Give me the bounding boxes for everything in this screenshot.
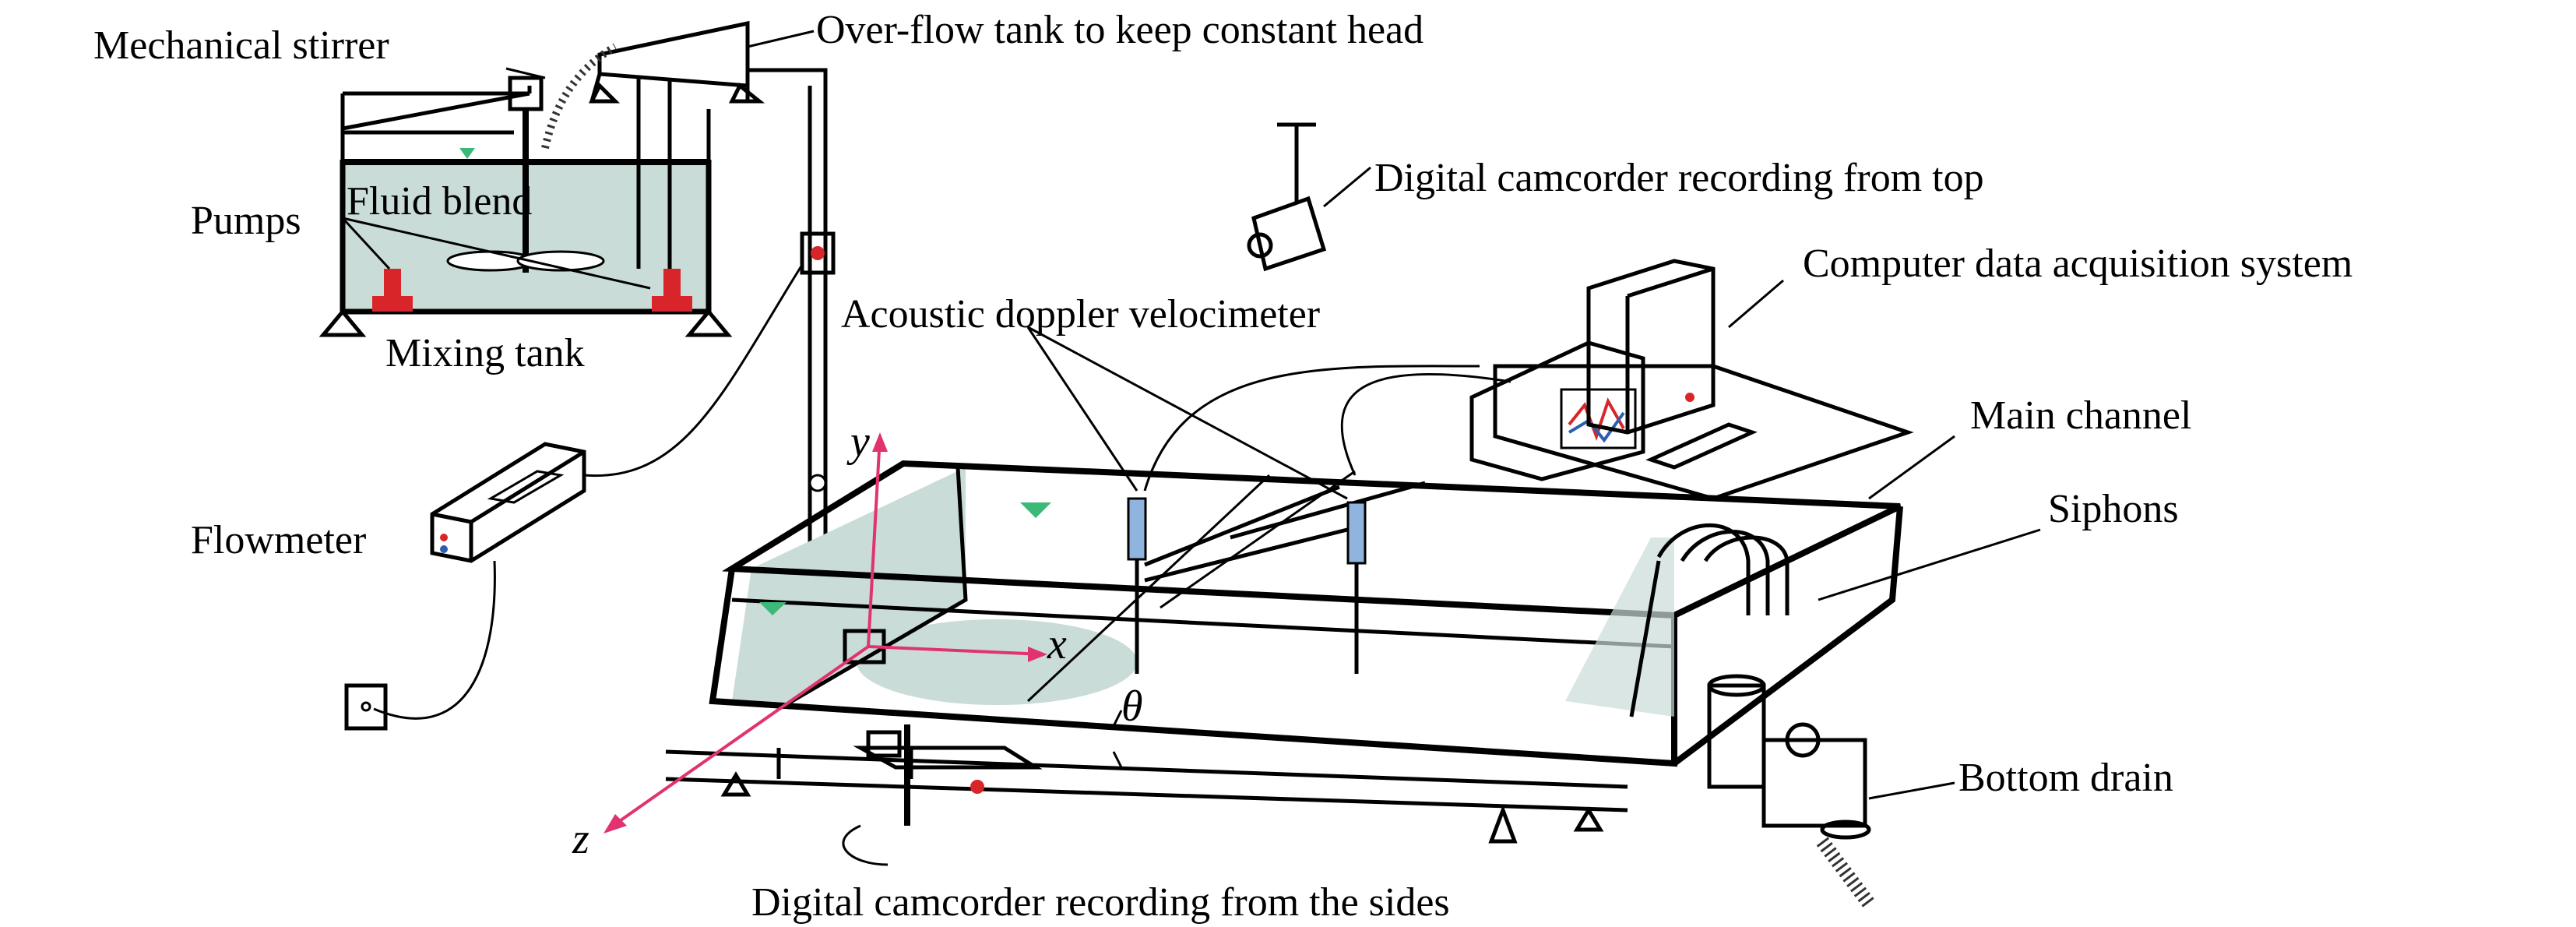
- pump-left-icon: [372, 269, 413, 312]
- water-level-marker-icon: [459, 148, 475, 159]
- overflow-tank: [541, 20, 836, 584]
- mixing-tank: [318, 76, 733, 337]
- adv-probe-right-icon: [1346, 501, 1367, 565]
- siphons: [1565, 523, 1789, 717]
- side-camcorder-icon: [853, 724, 1043, 826]
- label-bottom-drain: Bottom drain: [1958, 756, 2173, 800]
- axis-label-z: z: [572, 815, 589, 863]
- computer-das: [1469, 259, 1914, 501]
- label-mixing-tank: Mixing tank: [385, 331, 585, 375]
- bottom-drain: [1707, 674, 1875, 908]
- power-outlet-icon: [344, 683, 388, 731]
- drain-valve-icon: [1785, 722, 1821, 758]
- label-fluid-blend: Fluid blend: [347, 179, 532, 224]
- label-computer-das: Computer data acquisition system: [1803, 241, 2353, 286]
- adv-probe-left-icon: [1127, 497, 1147, 561]
- pump-right-icon: [652, 269, 692, 312]
- tank-support-icon: [318, 308, 733, 337]
- main-channel: [665, 460, 1903, 866]
- inlet-water: [732, 467, 966, 709]
- label-flowmeter: Flowmeter: [191, 518, 366, 562]
- label-overflow-tank: Over-flow tank to keep constant head: [816, 8, 1423, 52]
- axis-label-y: y: [846, 418, 870, 466]
- flowmeter-device: [344, 264, 804, 731]
- label-camcorder-top: Digital camcorder recording from top: [1374, 156, 1984, 200]
- axis-label-x: x: [1047, 620, 1067, 668]
- pipe-valve-icon: [808, 474, 827, 492]
- label-pumps: Pumps: [191, 199, 301, 243]
- label-adv: Acoustic doppler velocimeter: [841, 292, 1320, 337]
- adv-probes: [759, 470, 1426, 703]
- label-main-channel: Main channel: [1970, 393, 2191, 438]
- top-camcorder-icon: [1247, 122, 1327, 272]
- flow-valve-icon: [811, 246, 825, 260]
- angle-label-theta: θ: [1121, 682, 1143, 731]
- keyboard-icon: [1645, 422, 1758, 470]
- channel-water-marker-icon: [1020, 502, 1051, 518]
- label-siphons: Siphons: [2048, 487, 2179, 531]
- label-camcorder-sides: Digital camcorder recording from the sid…: [751, 880, 1450, 925]
- coordinate-axes: [604, 432, 1047, 834]
- label-mechanical-stirrer: Mechanical stirrer: [93, 23, 389, 68]
